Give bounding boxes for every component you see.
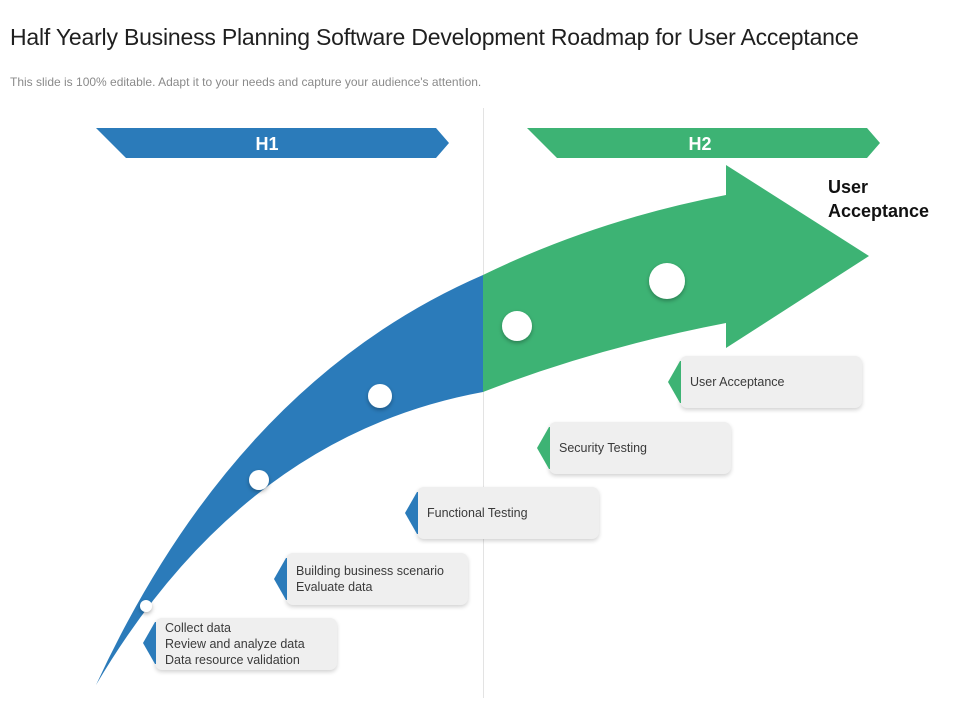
step-text: Collect data	[165, 621, 232, 635]
milestone-dot	[249, 470, 269, 490]
phase-label-h1: H1	[255, 134, 278, 154]
step-card-security-testing: Security Testing	[549, 422, 731, 474]
step-card-collect-data: Collect data Review and analyze data Dat…	[155, 618, 337, 670]
step-text: Security Testing	[559, 441, 648, 455]
phase-divider	[483, 108, 484, 698]
step-card-user-acceptance: User Acceptance	[680, 356, 862, 408]
step-notch-icon	[274, 558, 287, 600]
roadmap-arrow-h1-segment	[96, 275, 483, 685]
step-card-functional-testing: Functional Testing	[417, 487, 599, 539]
step-text: Building business scenario	[296, 564, 445, 578]
page-subtitle: This slide is 100% editable. Adapt it to…	[10, 75, 482, 89]
phase-banner-h1-shape	[96, 128, 449, 158]
milestone-dot	[140, 600, 152, 612]
goal-label: User Acceptance	[828, 177, 930, 221]
step-text: Review and analyze data	[165, 637, 305, 651]
step-card-business-scenario: Building business scenario Evaluate data	[286, 553, 468, 605]
step-notch-icon	[537, 427, 550, 469]
step-notch-icon	[668, 361, 681, 403]
phase-banner-h2-shape	[527, 128, 880, 158]
phase-banner-h2: H2	[527, 128, 880, 158]
milestone-dot	[502, 311, 532, 341]
step-notch-icon	[143, 622, 156, 664]
milestone-dot	[368, 384, 392, 408]
step-text: User Acceptance	[690, 375, 785, 389]
page-title: Half Yearly Business Planning Software D…	[10, 24, 859, 50]
phase-banner-h1: H1	[96, 128, 449, 158]
phase-label-h2: H2	[688, 134, 711, 154]
step-text: Evaluate data	[296, 580, 373, 594]
step-notch-icon	[405, 492, 418, 534]
milestone-dot	[649, 263, 685, 299]
step-text: Data resource validation	[165, 653, 300, 667]
step-text: Functional Testing	[427, 506, 528, 520]
